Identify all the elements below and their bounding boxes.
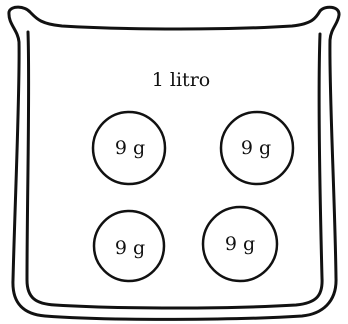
volume-label: 1 litro [152,69,210,91]
mass-label-2: 9 g [241,137,271,159]
mass-label-1: 9 g [115,137,145,159]
mass-label-3: 9 g [115,237,145,259]
mass-label-4: 9 g [225,233,255,255]
